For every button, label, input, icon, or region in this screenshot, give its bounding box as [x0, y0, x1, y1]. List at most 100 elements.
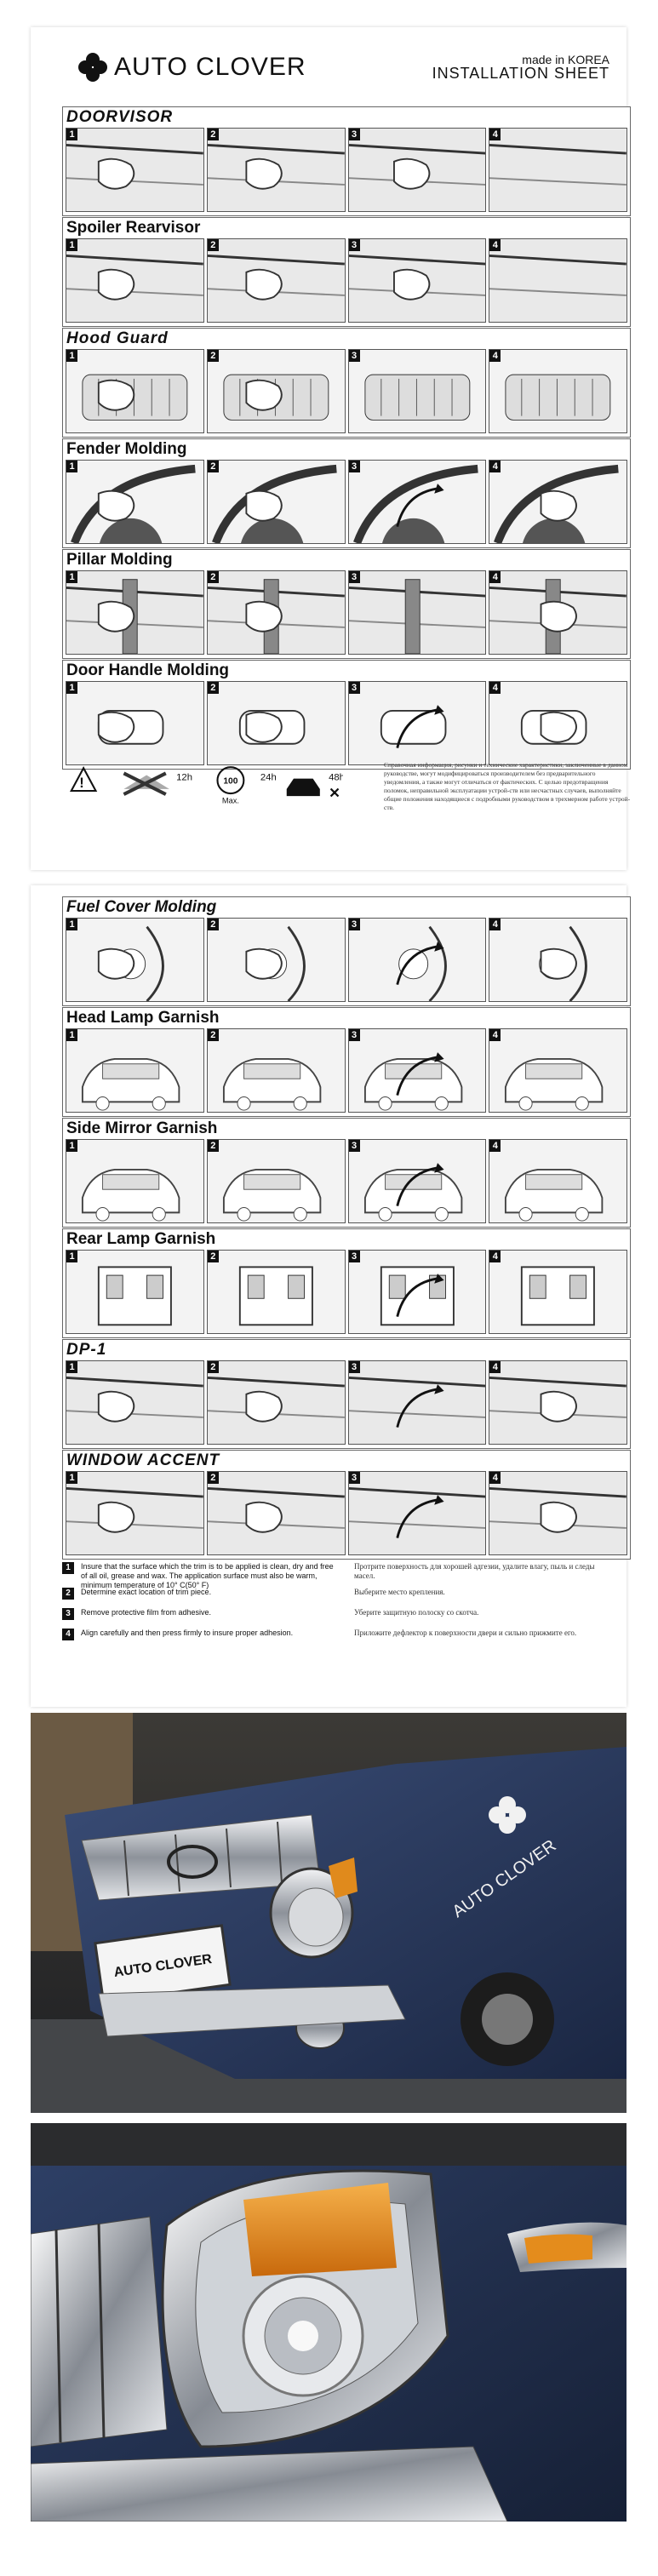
step-panel: 3: [347, 1028, 487, 1113]
section-title: Pillar Molding: [66, 551, 173, 569]
step-panel: 3: [347, 1139, 487, 1223]
step-panel: 4: [489, 918, 627, 1002]
step-panel: 1: [66, 1471, 204, 1555]
step-panel: 2: [206, 1250, 346, 1334]
instruction-text-ru: Уберите защитную полоску со скотча.: [354, 1608, 479, 1617]
step-number: 3: [348, 1472, 360, 1484]
step-illustration-icon: [505, 374, 611, 421]
step-number: 2: [207, 1361, 219, 1373]
step-number: 2: [207, 919, 219, 930]
step-panel: 4: [489, 1471, 627, 1555]
step-number: 2: [207, 1140, 219, 1152]
no-wash-icon: [123, 771, 169, 796]
step-illustration-icon: [207, 571, 345, 654]
step-illustration-icon: [521, 709, 587, 745]
step-panel: 1: [66, 128, 204, 212]
instruction-text-en: Align carefully and then press firmly to…: [81, 1629, 294, 1637]
step-panel: 3: [347, 681, 487, 765]
section-title: Door Handle Molding: [66, 661, 230, 679]
section-title: DOORVISOR: [66, 108, 174, 126]
step-panel: 2: [206, 349, 346, 433]
step-illustration-icon: [238, 1266, 313, 1326]
section-title: WINDOW ACCENT: [66, 1451, 220, 1469]
section-title: Side Mirror Garnish: [66, 1119, 218, 1137]
step-panel: 2: [206, 681, 346, 765]
step-panel: 4: [489, 1139, 627, 1223]
instruction-number: 4: [62, 1629, 74, 1640]
step-illustration-icon: [505, 1168, 604, 1222]
step-number: 2: [207, 129, 219, 140]
step-illustration-icon: [348, 1472, 486, 1554]
step-number: 3: [348, 461, 360, 472]
step-illustration-icon: [489, 571, 627, 654]
step-panel: 1: [66, 570, 204, 655]
step-panel: 2: [206, 1139, 346, 1223]
step-panel: 2: [206, 570, 346, 655]
step-illustration-icon: [245, 925, 306, 1001]
step-number: 2: [207, 682, 219, 694]
made-in-label: made in KOREA: [522, 53, 609, 66]
instruction-text-ru: Приложите дефлектор к поверхности двери …: [354, 1629, 577, 1637]
step-illustration-icon: [352, 464, 478, 543]
step-illustration-icon: [207, 239, 345, 322]
step-illustration-icon: [489, 129, 627, 211]
step-illustration-icon: [66, 239, 203, 322]
instruction-number: 2: [62, 1588, 74, 1600]
step-panel: 4: [489, 1028, 627, 1113]
step-illustration-icon: [71, 464, 196, 543]
step-number: 1: [66, 571, 77, 583]
svg-text:48h: 48h: [329, 773, 343, 783]
step-illustration-icon: [82, 374, 188, 421]
step-illustration-icon: [348, 571, 486, 654]
section-title: Hood Guard: [66, 329, 169, 347]
svg-text:12h: 12h: [176, 773, 192, 783]
step-number: 2: [207, 1472, 219, 1484]
step-panel: 1: [66, 1250, 204, 1334]
step-number: 3: [348, 1361, 360, 1373]
step-number: 1: [66, 1251, 77, 1262]
step-number: 1: [66, 129, 77, 140]
step-number: 2: [207, 239, 219, 251]
step-panel: 4: [489, 128, 627, 212]
step-panel: 1: [66, 1028, 204, 1113]
warning-icons: ! 12h 100 Max. 24h 48h ✕: [69, 766, 343, 804]
step-illustration-icon: [395, 925, 447, 1001]
warning-notes: ! 12h 100 Max. 24h 48h ✕ Справочная инфо…: [62, 761, 630, 863]
step-illustration-icon: [489, 239, 627, 322]
step-illustration-icon: [363, 374, 470, 421]
step-panel: 1: [66, 349, 204, 433]
step-panel: 2: [206, 918, 346, 1002]
step-number: 3: [348, 239, 360, 251]
step-panel: 1: [66, 460, 204, 544]
step-illustration-icon: [222, 1057, 322, 1111]
instruction-number: 3: [62, 1608, 74, 1620]
step-panel: 4: [489, 460, 627, 544]
step-panel: 4: [489, 681, 627, 765]
step-illustration-icon: [81, 1168, 180, 1222]
section-title: Spoiler Rearvisor: [66, 219, 201, 237]
instruction-text-ru: Протрите поверхность для хорошей адгезии…: [354, 1562, 595, 1580]
step-illustration-icon: [348, 1361, 486, 1444]
step-illustration-icon: [207, 1361, 345, 1444]
step-panel: 2: [206, 460, 346, 544]
step-illustration-icon: [489, 1361, 627, 1444]
step-number: 4: [489, 1361, 501, 1373]
instruction-step: 3 Remove protective film from adhesive.: [62, 1608, 335, 1620]
svg-text:100: 100: [223, 777, 237, 787]
instruction-text-en: Remove protective film from adhesive.: [81, 1608, 212, 1617]
step-number: 4: [489, 1029, 501, 1041]
step-panel: 1: [66, 1139, 204, 1223]
step-number: 3: [348, 1251, 360, 1262]
